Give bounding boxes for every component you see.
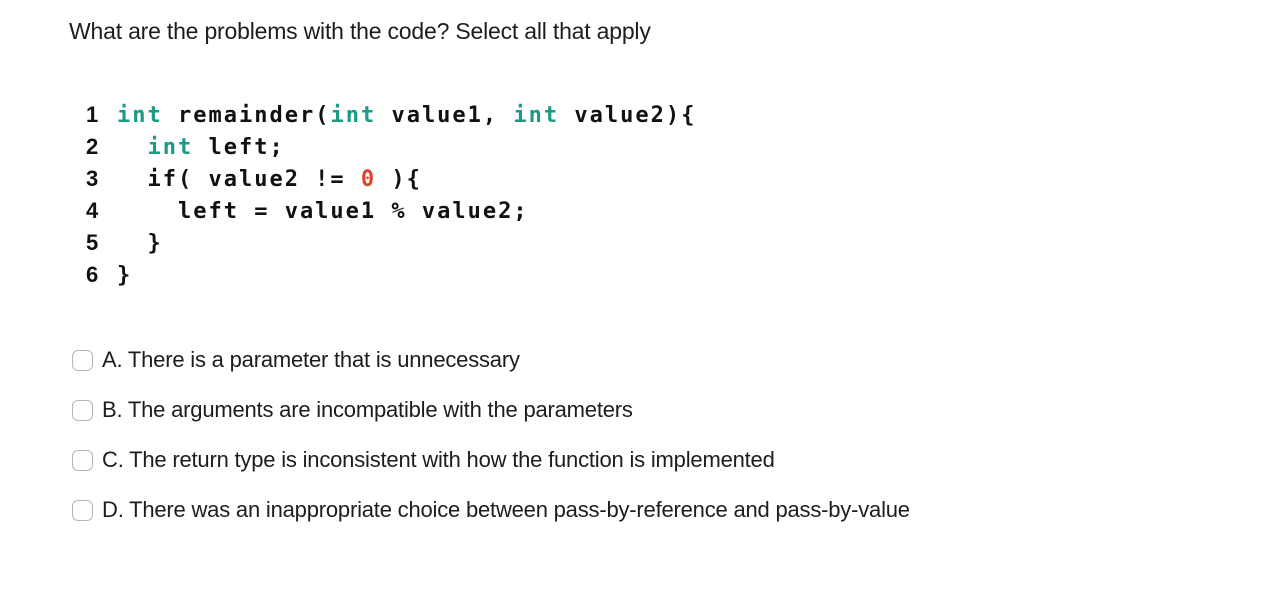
answer-option-b-label: B. The arguments are incompatible with t… xyxy=(102,397,633,422)
code-text: } xyxy=(117,263,133,288)
answer-option-c-label: C. The return type is inconsistent with … xyxy=(102,447,775,472)
code-line: 1 int remainder(int value1, int value2){ xyxy=(86,99,696,131)
question-title: What are the problems with the code? Sel… xyxy=(69,18,651,44)
code-line: 5 } xyxy=(86,227,696,259)
code-text: } xyxy=(117,231,163,256)
code-text: if( value2 != 0 ){ xyxy=(117,167,422,192)
code-line: 6} xyxy=(86,259,696,291)
line-number: 4 xyxy=(86,198,99,223)
code-line: 3 if( value2 != 0 ){ xyxy=(86,163,696,195)
checkbox-c[interactable] xyxy=(72,449,93,471)
answer-option-c[interactable]: C. The return type is inconsistent with … xyxy=(72,445,910,475)
line-number: 3 xyxy=(86,166,99,191)
line-number: 1 xyxy=(86,102,99,127)
answer-option-d[interactable]: D. There was an inappropriate choice bet… xyxy=(72,495,910,525)
code-text: int remainder(int value1, int value2){ xyxy=(117,103,697,128)
answer-option-a-label: A. There is a parameter that is unnecess… xyxy=(102,347,520,372)
code-line: 2 int left; xyxy=(86,131,696,163)
checkbox-b[interactable] xyxy=(72,399,93,421)
checkbox-a[interactable] xyxy=(72,349,93,371)
code-text: left = value1 % value2; xyxy=(117,199,529,224)
code-text: int left; xyxy=(147,135,285,160)
line-number: 6 xyxy=(86,262,99,287)
answer-option-d-label: D. There was an inappropriate choice bet… xyxy=(102,497,910,522)
answer-option-a[interactable]: A. There is a parameter that is unnecess… xyxy=(72,345,910,375)
checkbox-d[interactable] xyxy=(72,499,93,521)
line-number: 2 xyxy=(86,134,99,159)
answer-option-b[interactable]: B. The arguments are incompatible with t… xyxy=(72,395,910,425)
code-line: 4 left = value1 % value2; xyxy=(86,195,696,227)
answer-options: A. There is a parameter that is unnecess… xyxy=(72,345,910,545)
line-number: 5 xyxy=(86,230,99,255)
